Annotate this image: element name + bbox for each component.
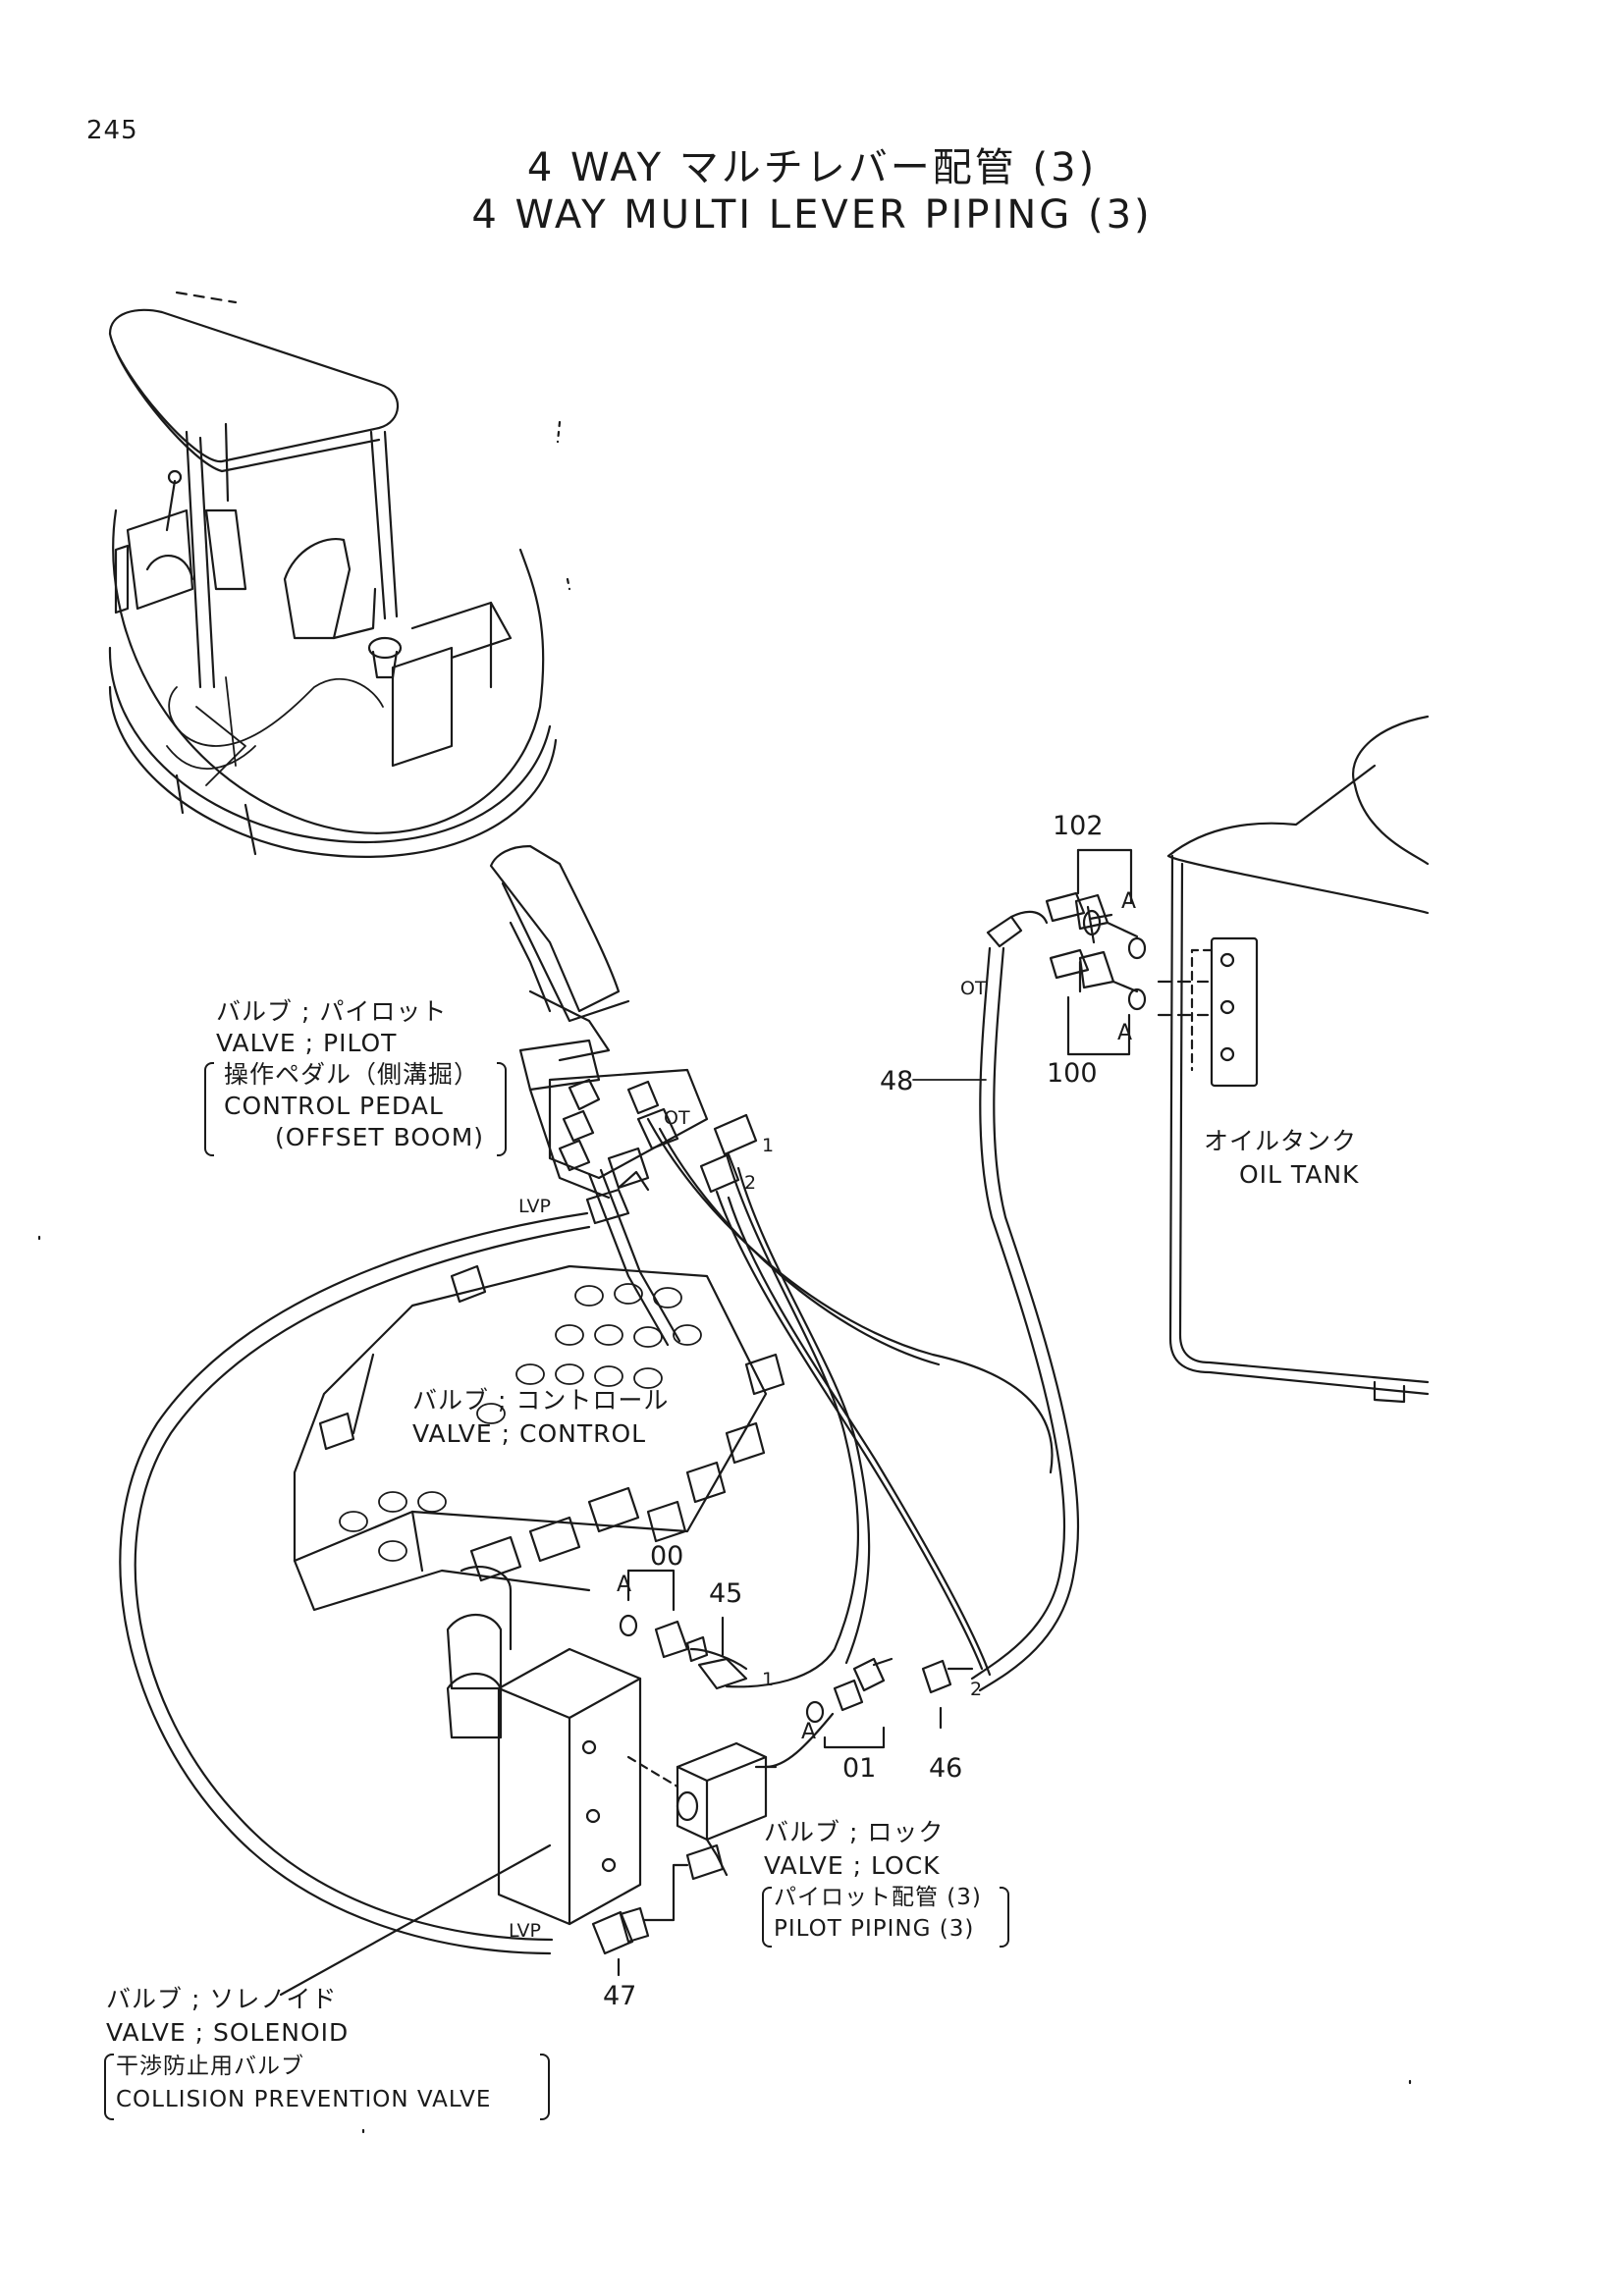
offset-boom-label: (OFFSET BOOM): [275, 1123, 485, 1151]
pilot-piping-label-en: PILOT PIPING (3): [774, 1916, 975, 1942]
port-label-a-tank-lower: A: [1117, 1021, 1133, 1045]
oil-tank-label-en: OIL TANK: [1239, 1160, 1360, 1189]
solenoid-valve-bracket-right: [540, 2054, 550, 2120]
lock-valve-bracket-right: [1000, 1887, 1009, 1948]
pilot-valve-bracket-left: [204, 1062, 214, 1156]
page-number: 245: [86, 116, 138, 145]
lock-valve-label-jp: バルブ ; ロック: [764, 1818, 945, 1846]
title-english: 4 WAY MULTI LEVER PIPING (3): [471, 192, 1153, 238]
solenoid-valve-illustration: [446, 1566, 642, 1926]
port-label-2-bottom: 2: [970, 1679, 983, 1700]
port-label-ot-pedal: OT: [664, 1107, 690, 1129]
control-valve-label-en: VALVE ; CONTROL: [412, 1419, 647, 1448]
lock-valve-label-en: VALVE ; LOCK: [764, 1851, 941, 1880]
solenoid-leader-line: [279, 1843, 552, 1997]
pilot-valve-label-en: VALVE ; PILOT: [216, 1029, 398, 1057]
title-japanese: 4 WAY マルチレバー配管 (3): [526, 145, 1098, 190]
part-number-100: 100: [1047, 1058, 1098, 1089]
oil-tank-label-jp: オイルタンク: [1204, 1127, 1358, 1155]
port-label-a-control: A: [617, 1573, 632, 1597]
port-label-1-bottom: 1: [762, 1669, 775, 1690]
part-number-01: 01: [842, 1753, 877, 1784]
part-number-45: 45: [709, 1578, 743, 1609]
part-number-00: 00: [650, 1541, 684, 1572]
pilot-piping-label-jp: パイロット配管 (3): [774, 1885, 982, 1910]
collision-prevention-label-en: COLLISION PREVENTION VALVE: [116, 2087, 492, 2112]
tank-fittings: [1045, 848, 1147, 1056]
excavator-cab-illustration: [108, 291, 571, 858]
control-valve-illustration: [293, 1264, 785, 1612]
solenoid-valve-bracket-left: [104, 2054, 114, 2120]
pilot-valve-label-jp: バルブ ; パイロット: [216, 997, 448, 1026]
part-number-47: 47: [603, 1981, 637, 2011]
lvp-hose-loop: [119, 1170, 650, 1955]
port-label-2-top: 2: [744, 1172, 757, 1194]
control-pedal-label-en: CONTROL PEDAL: [224, 1092, 444, 1120]
fitting-47: [591, 1863, 689, 1977]
part-number-46: 46: [929, 1753, 963, 1784]
pilot-hoses: [587, 1117, 1054, 1688]
control-valve-label-jp: バルブ ; コントロール: [412, 1386, 670, 1415]
lock-valve-bracket-left: [762, 1887, 772, 1948]
port-label-lvp-bottom: LVP: [509, 1920, 541, 1942]
lock-valve-illustration: [626, 1741, 778, 1881]
part-number-102: 102: [1053, 811, 1104, 841]
port-label-1-top: 1: [762, 1135, 775, 1156]
control-pedal-label-jp: 操作ペダル（側溝掘）: [224, 1060, 480, 1089]
fittings-row: [619, 1569, 974, 1769]
pilot-valve-bracket-right: [497, 1062, 507, 1156]
part-number-48: 48: [880, 1066, 914, 1096]
collision-prevention-label-jp: 干渉防止用バルブ: [116, 2054, 304, 2079]
solenoid-valve-label-jp: バルブ ; ソレノイド: [106, 1985, 338, 2013]
port-label-lvp-top: LVP: [518, 1196, 551, 1217]
port-label-ot-top: OT: [960, 978, 987, 999]
control-pedal-illustration: [489, 844, 758, 1200]
port-label-a-tank-upper: A: [1121, 889, 1137, 914]
oil-tank-illustration: [1157, 715, 1430, 1404]
hose-48: [912, 910, 1080, 1692]
port-label-a-lock: A: [801, 1720, 817, 1744]
solenoid-valve-label-en: VALVE ; SOLENOID: [106, 2018, 350, 2047]
